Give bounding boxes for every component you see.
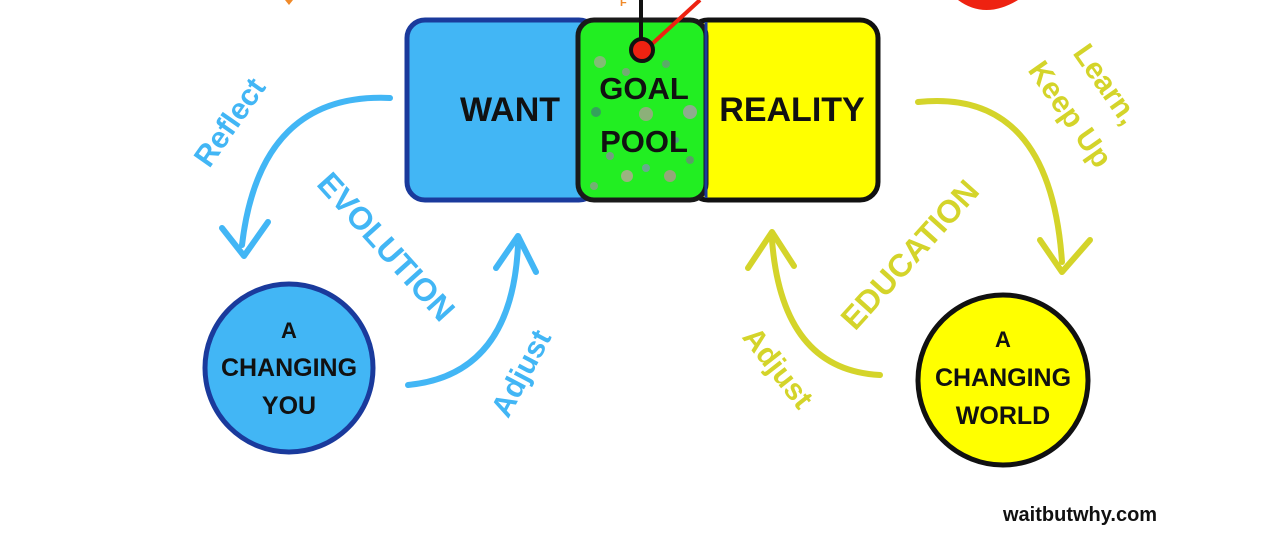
reflect-label: Reflect xyxy=(188,72,272,173)
changing-world-circle xyxy=(915,292,1091,468)
goal-label: GOAL xyxy=(599,71,689,106)
cropped-orange-text: F xyxy=(620,0,627,9)
cropped-orange-mark xyxy=(285,0,293,5)
goal-pool-speckles xyxy=(590,56,697,190)
changing-you-line1: A xyxy=(281,318,297,343)
adjust-label-right: Adjust xyxy=(736,321,819,415)
want-label: WANT xyxy=(460,91,560,129)
site-credit: waitbutwhy.com xyxy=(1003,504,1158,526)
goal-marker-dot xyxy=(629,37,655,63)
adjust-arrowhead-right xyxy=(745,229,797,271)
changing-world-line2: CHANGING xyxy=(935,364,1071,392)
adjust-label-left: Adjust xyxy=(485,325,558,423)
pool-label: POOL xyxy=(600,124,688,159)
adjust-arrowhead-left xyxy=(493,233,539,275)
changing-world-line3: WORLD xyxy=(956,402,1050,430)
learn-arrow xyxy=(915,98,1065,265)
changing-you-line2: CHANGING xyxy=(221,354,357,382)
adjust-arrow-left xyxy=(405,242,521,388)
want-reality-box: WANT GOAL POOL REALITY xyxy=(404,17,881,203)
reflect-arrow xyxy=(239,94,393,248)
reality-label: REALITY xyxy=(719,91,865,129)
changing-world-line1: A xyxy=(995,327,1011,352)
adjust-arrow-right xyxy=(769,237,883,378)
changing-you-circle xyxy=(202,281,376,455)
learn-arrowhead xyxy=(1037,237,1093,275)
pointer-red-line xyxy=(650,0,702,46)
reflect-arrowhead xyxy=(219,219,271,259)
cropped-red-shape xyxy=(958,0,1018,10)
changing-you-line3: YOU xyxy=(262,392,316,420)
